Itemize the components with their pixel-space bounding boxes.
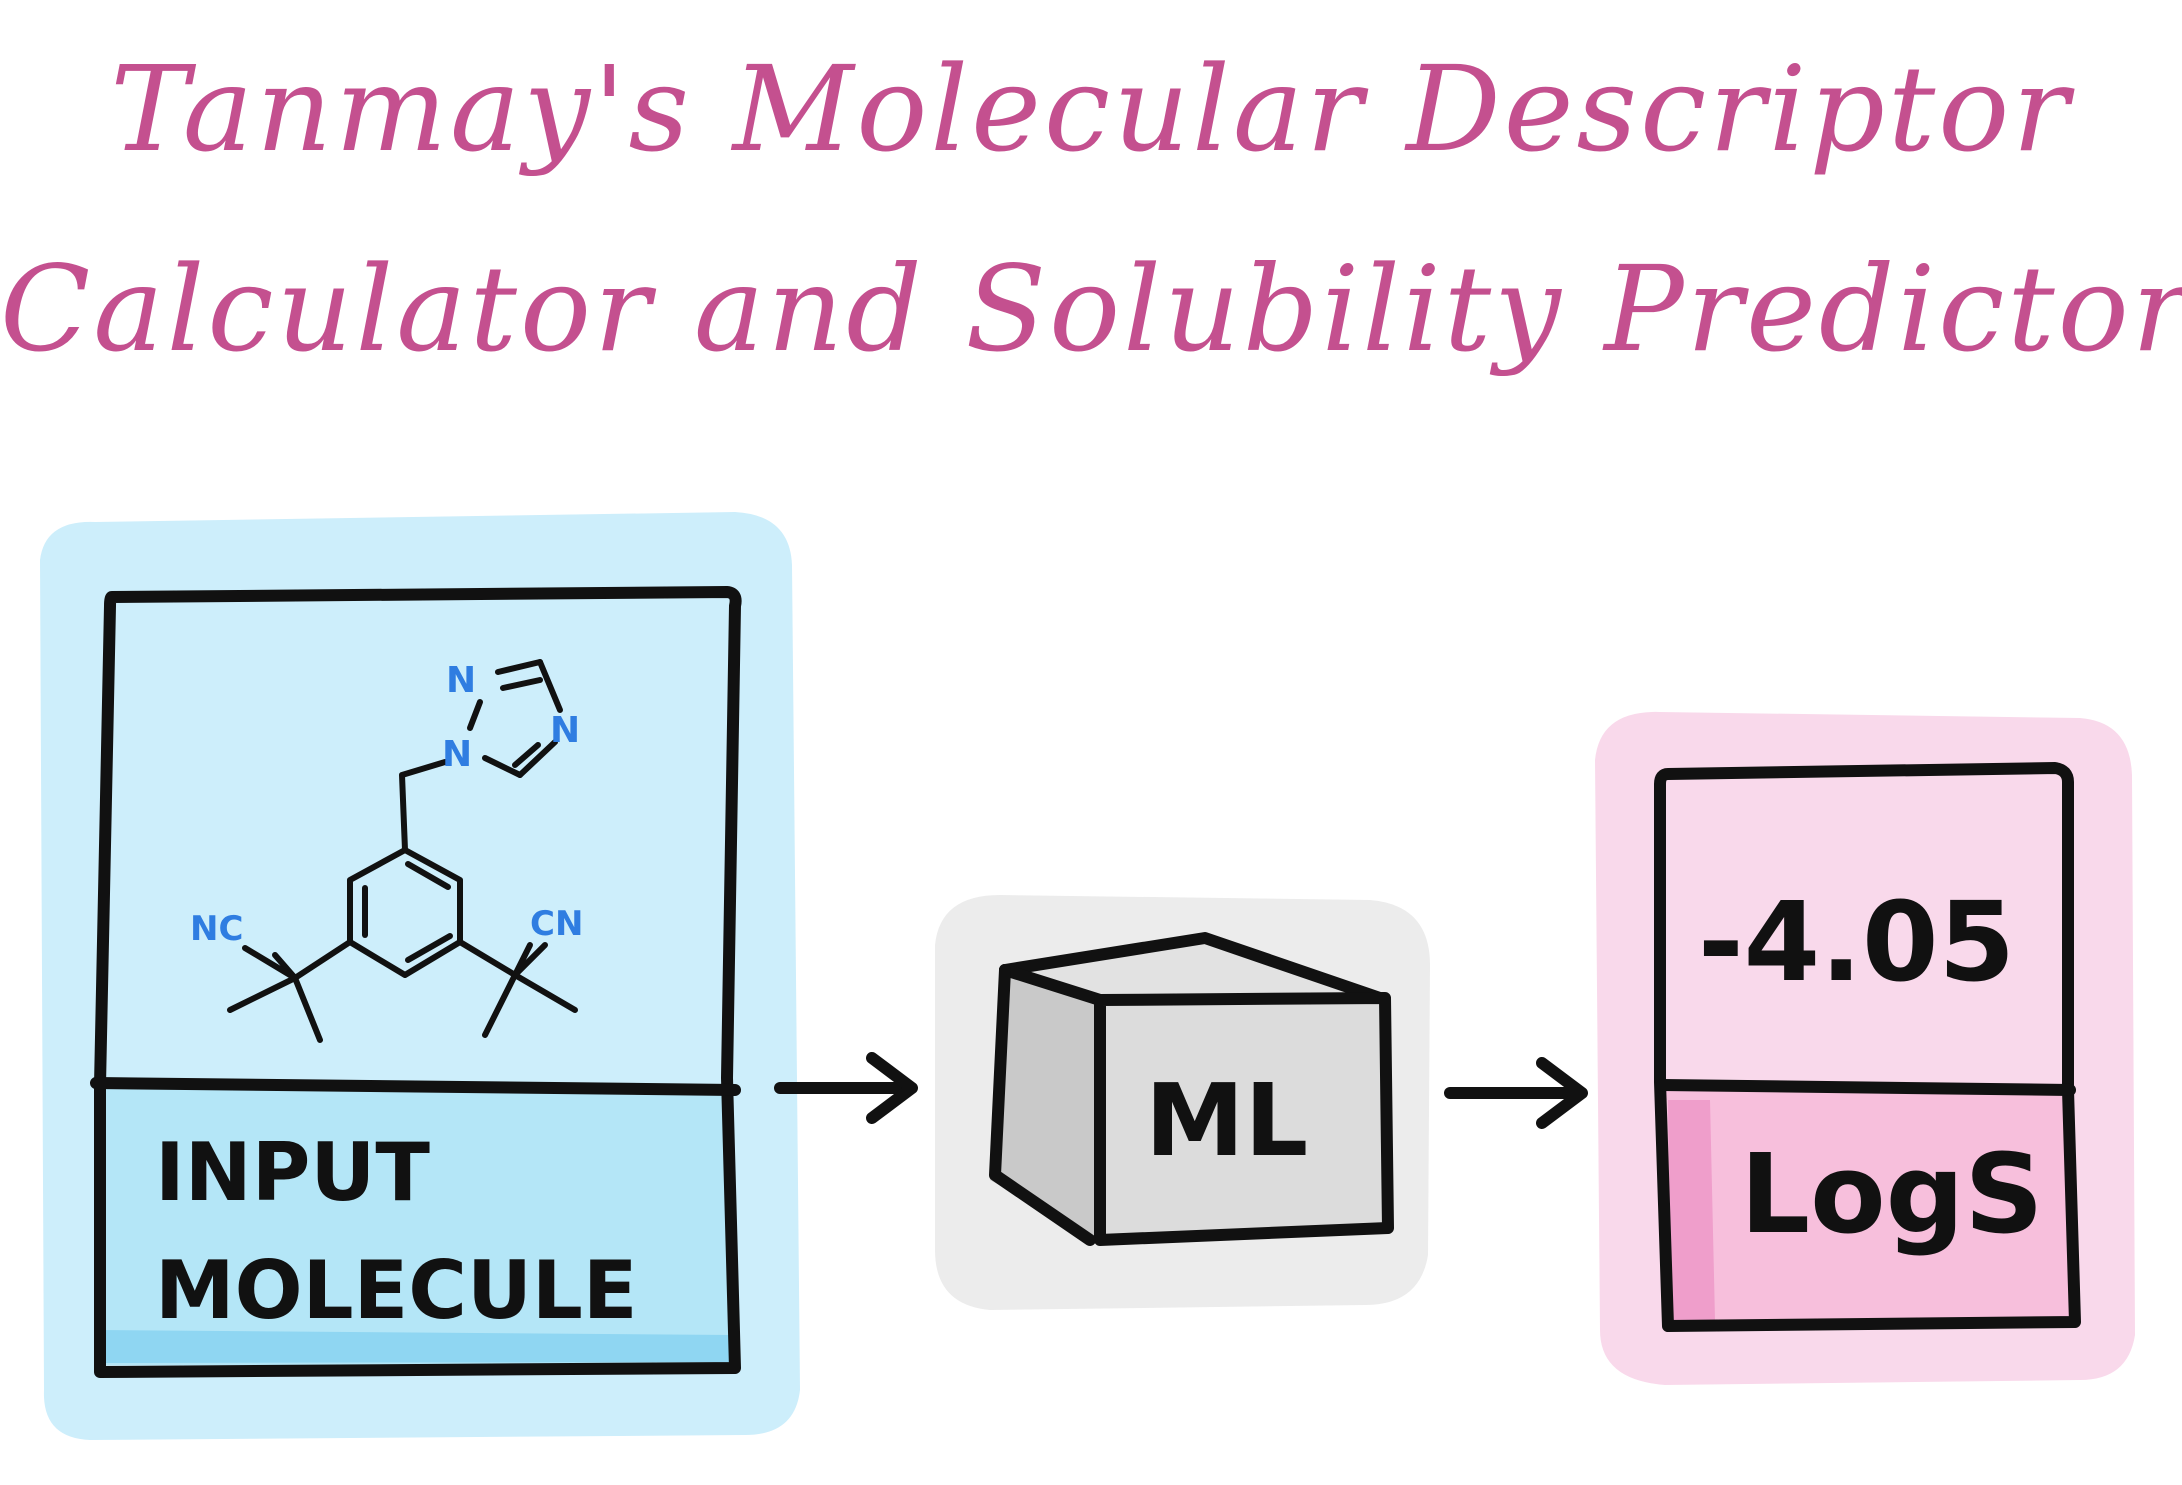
- model-outline: [989, 932, 1394, 1246]
- model-front-face: [1100, 998, 1388, 1240]
- input-label-shade: [100, 1330, 735, 1363]
- input-card: INPUT MOLECULE: [40, 512, 800, 1440]
- right-methyl-2: [482, 972, 518, 1038]
- output-label: LogS: [1740, 1130, 2044, 1258]
- right-methyl-1: [512, 972, 578, 1013]
- atom-n1: N: [446, 660, 476, 701]
- input-label-area: [95, 1082, 735, 1365]
- atom-n3: N: [442, 734, 472, 775]
- triazole-bond-2b: [500, 677, 543, 691]
- title-line-2: Calculator and Solubility Predictor: [0, 240, 2182, 378]
- output-card: -4.05 LogS: [1595, 711, 2135, 1385]
- input-label-line1: INPUT: [155, 1126, 430, 1219]
- model-box: ML: [935, 895, 1430, 1310]
- model-top-face: [1005, 938, 1380, 1000]
- output-card-outline: [1654, 762, 2081, 1332]
- output-divider: [1656, 1079, 2076, 1096]
- atom-nc-left: NC: [190, 909, 243, 949]
- output-label-area: [1665, 1087, 2070, 1322]
- right-cn-bond: [512, 942, 548, 978]
- right-quaternary-bond: [457, 939, 518, 978]
- arrow-2-head: [1536, 1057, 1588, 1129]
- input-card-outline: [94, 586, 742, 1378]
- output-value: -4.05: [1698, 878, 2015, 1006]
- title-line-1: Tanmay's Molecular Descriptor: [110, 40, 2072, 178]
- benzene-inner-bond-3: [405, 861, 451, 890]
- input-label-line2: MOLECULE: [155, 1244, 638, 1337]
- arrow-model-to-output: [1444, 1057, 1588, 1129]
- output-label-shade: [1668, 1100, 1715, 1322]
- atom-cn-right: CN: [530, 904, 583, 944]
- triazole-bond-4: [517, 739, 558, 778]
- triazole-bond-5: [482, 755, 523, 778]
- triazole-bond-4b: [512, 742, 541, 768]
- molecule-structure: [227, 659, 578, 1043]
- arrow-input-to-model: [774, 1052, 918, 1124]
- model-side-face: [990, 970, 1100, 1240]
- left-cn-bond: [242, 945, 298, 981]
- triazole-bond-3: [537, 659, 563, 713]
- benzene-inner-bond-2: [405, 933, 453, 963]
- arrow-1-head: [866, 1052, 918, 1124]
- left-methyl-2: [292, 975, 323, 1043]
- left-quaternary-bond: [292, 939, 353, 981]
- input-divider: [90, 1077, 741, 1096]
- benzene-ring: [347, 847, 463, 978]
- model-label: ML: [1145, 1062, 1308, 1179]
- triazole-bond-2: [495, 659, 543, 675]
- ch2-bond: [399, 759, 448, 853]
- left-methyl-1: [227, 975, 298, 1013]
- triazole-bond-1: [467, 699, 483, 731]
- atom-n2: N: [550, 710, 580, 751]
